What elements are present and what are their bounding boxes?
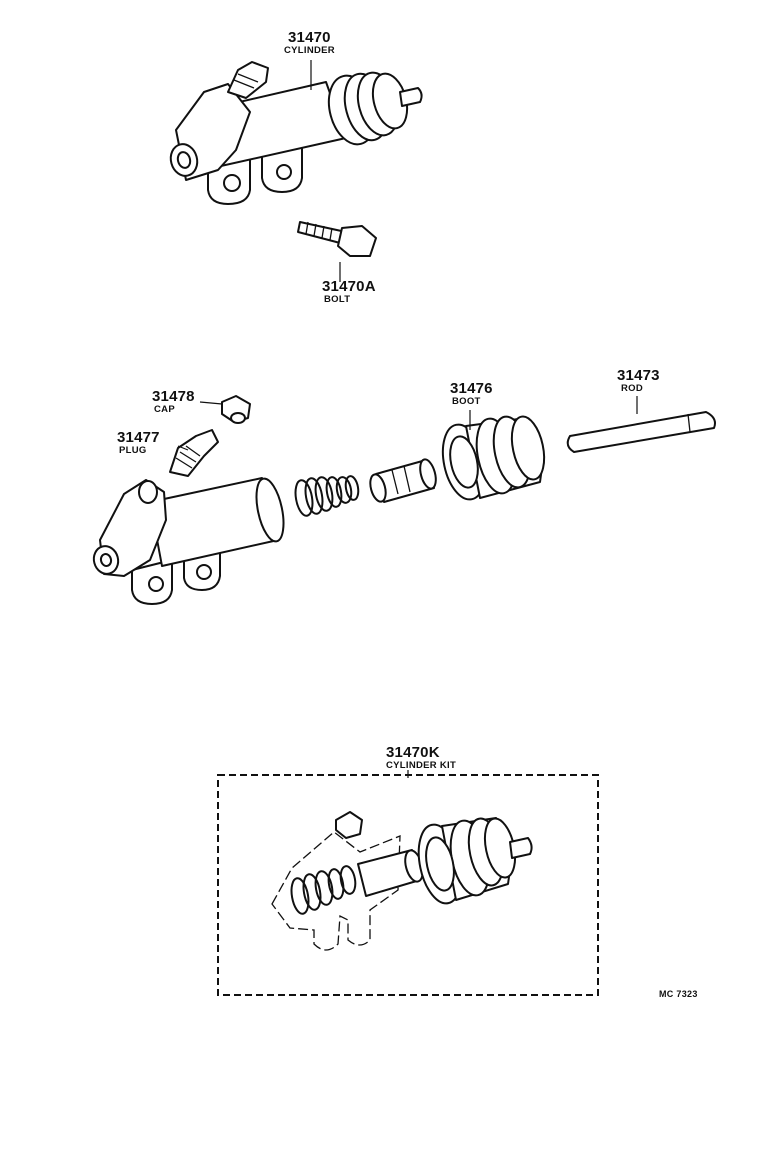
cylinder-part-name: CYLINDER: [284, 45, 335, 56]
cap-part-number: 31478: [152, 388, 195, 405]
cap-part-name: CAP: [154, 404, 175, 415]
bolt-part-name: BOLT: [324, 294, 351, 305]
bolt-illustration: [297, 221, 377, 257]
rod-part-name: ROD: [621, 383, 644, 394]
plug-part-name: PLUG: [119, 445, 147, 456]
kit-part-name: CYLINDER KIT: [386, 760, 457, 771]
boot-illustration: [441, 415, 546, 501]
rod-part-number: 31473: [617, 367, 660, 384]
plug-part-number: 31477: [117, 429, 160, 446]
plug-illustration: [169, 429, 219, 477]
cylinder-part-number: 31470: [288, 29, 331, 46]
boot-part-name: BOOT: [452, 396, 481, 407]
diagram-code: MC 7323: [659, 989, 698, 999]
spring-illustration: [294, 475, 360, 517]
leader-lines: [177, 60, 638, 778]
cylinder-kit-box: [217, 774, 599, 996]
assembled-cylinder-illustration: [169, 61, 423, 205]
bolt-part-number: 31470A: [322, 278, 376, 295]
rod-illustration: [566, 411, 716, 453]
piston-illustration: [369, 458, 437, 503]
kit-part-number: 31470K: [386, 744, 440, 761]
cap-illustration: [221, 395, 251, 424]
exploded-cylinder-body: [92, 477, 285, 605]
boot-part-number: 31476: [450, 380, 493, 397]
kit-contents-illustration: [271, 811, 533, 951]
